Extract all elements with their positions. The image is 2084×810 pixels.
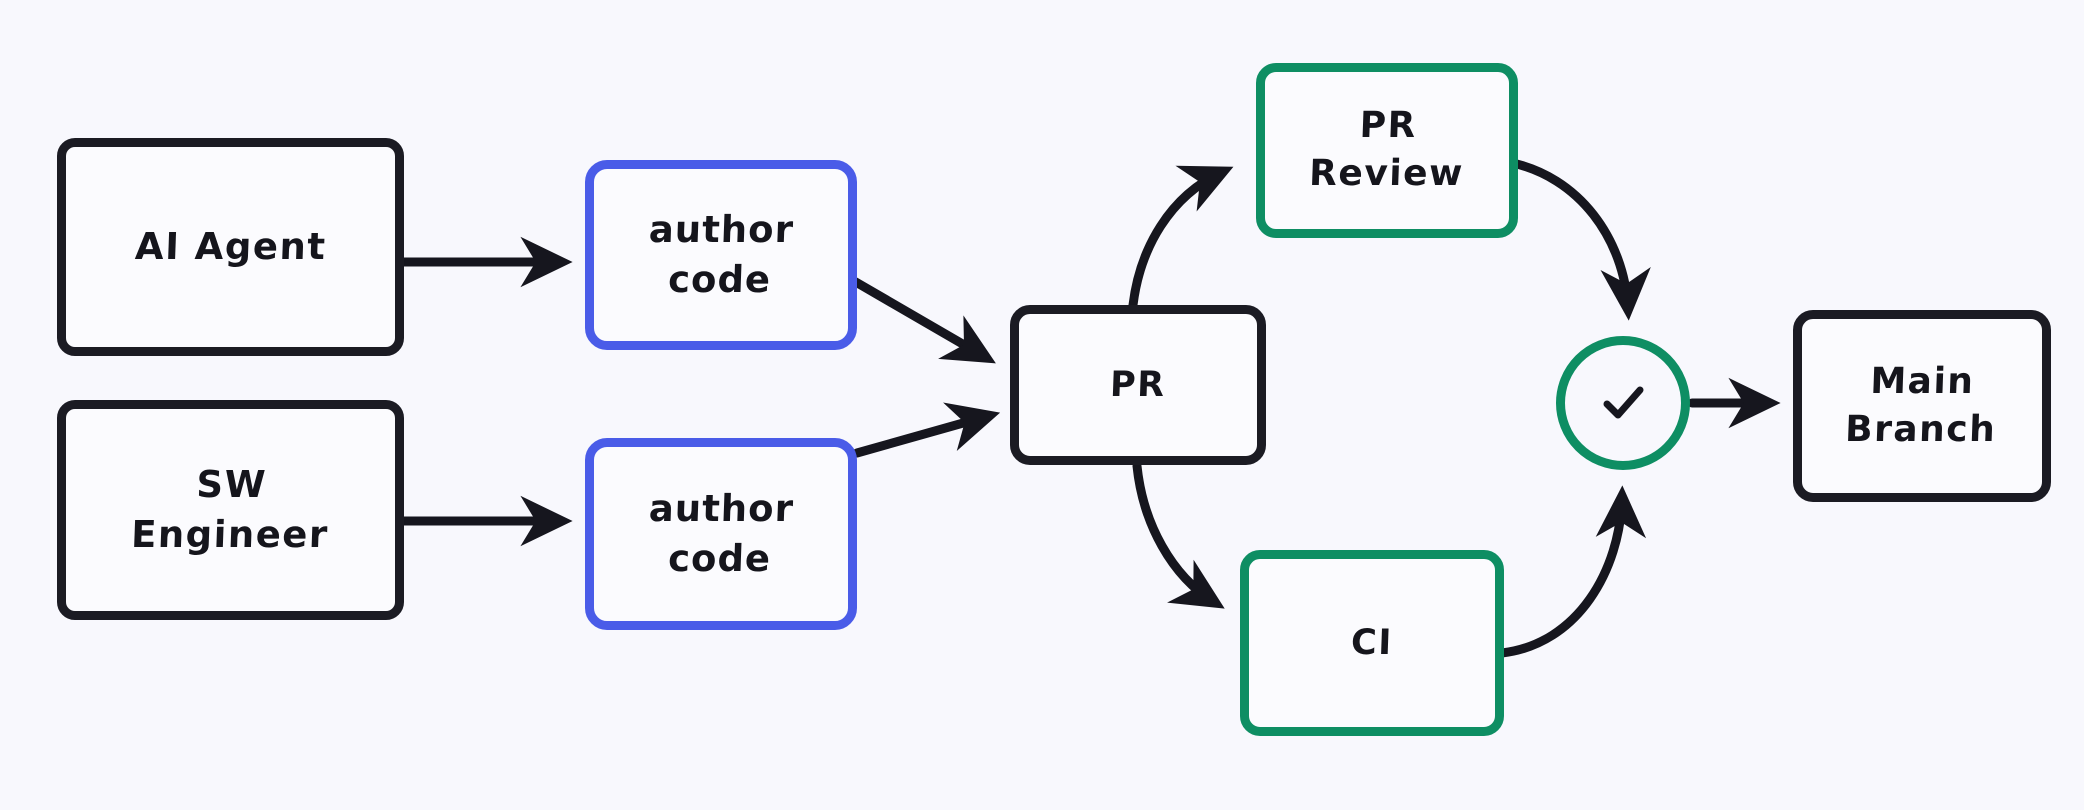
node-author-code-engineer-label: author code xyxy=(648,487,796,580)
merge-gate-node[interactable] xyxy=(1556,336,1690,470)
node-pr[interactable]: PR xyxy=(1010,305,1266,465)
edge-pr-to-ci xyxy=(1132,461,1225,609)
node-sw-engineer-label: SW Engineer xyxy=(130,463,330,556)
node-pr-review-label: PR Review xyxy=(1308,105,1465,195)
node-author-code-ai[interactable]: author code xyxy=(585,160,857,350)
node-ai-agent-label: AI Agent xyxy=(133,225,328,269)
node-sw-engineer[interactable]: SW Engineer xyxy=(57,400,404,620)
edge-ci-to-merge-check xyxy=(1497,485,1647,658)
node-pr-label: PR xyxy=(1109,364,1167,405)
node-ai-agent[interactable]: AI Agent xyxy=(57,138,404,356)
node-author-code-engineer[interactable]: author code xyxy=(585,438,857,630)
edge-author-code-2-to-pr xyxy=(852,402,1001,458)
node-main-branch[interactable]: Main Branch xyxy=(1793,310,2051,502)
node-ci-label: CI xyxy=(1350,622,1394,663)
node-pr-review[interactable]: PR Review xyxy=(1256,63,1518,238)
check-icon xyxy=(1591,371,1655,435)
edge-pr-to-pr-review xyxy=(1128,165,1234,310)
node-author-code-ai-label: author code xyxy=(648,208,796,301)
node-main-branch-label: Main Branch xyxy=(1844,360,1998,450)
node-ci[interactable]: CI xyxy=(1240,550,1504,736)
edge-pr-review-to-merge-check xyxy=(1503,157,1651,321)
edge-author-code-1-to-pr xyxy=(849,276,996,364)
